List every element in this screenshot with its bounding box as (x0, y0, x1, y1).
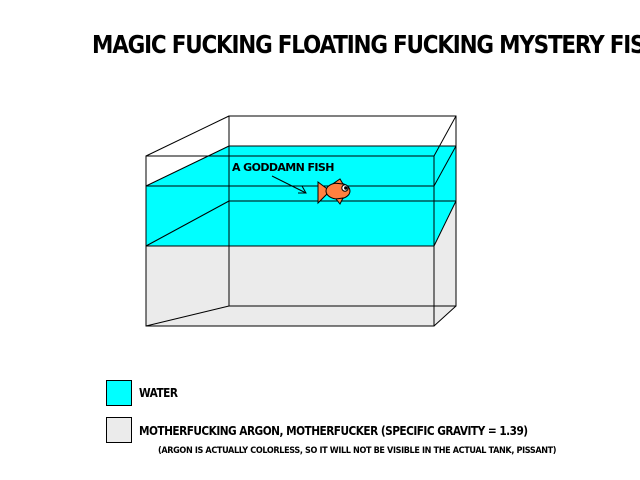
argon-side-face (434, 201, 456, 326)
argon-legend-label: MOTHERFUCKING ARGON, MOTHERFUCKER (SPECI… (139, 424, 528, 438)
diagram-title: MAGIC FUCKING FLOATING FUCKING MYSTERY F… (92, 30, 640, 59)
argon-front-face (146, 246, 434, 326)
argon-legend-note: (ARGON IS ACTUALLY COLORLESS, SO IT WILL… (158, 446, 557, 456)
water-side-face (434, 146, 456, 246)
water-legend-label: WATER (139, 386, 178, 400)
fish-label: A GODDAMN FISH (232, 161, 334, 174)
tank-outline (145, 115, 457, 327)
water-front-face (146, 186, 434, 246)
argon-swatch (106, 417, 132, 443)
fish-pointer-arrow (271, 175, 307, 194)
water-swatch (106, 380, 132, 406)
fish-icon (317, 178, 351, 205)
